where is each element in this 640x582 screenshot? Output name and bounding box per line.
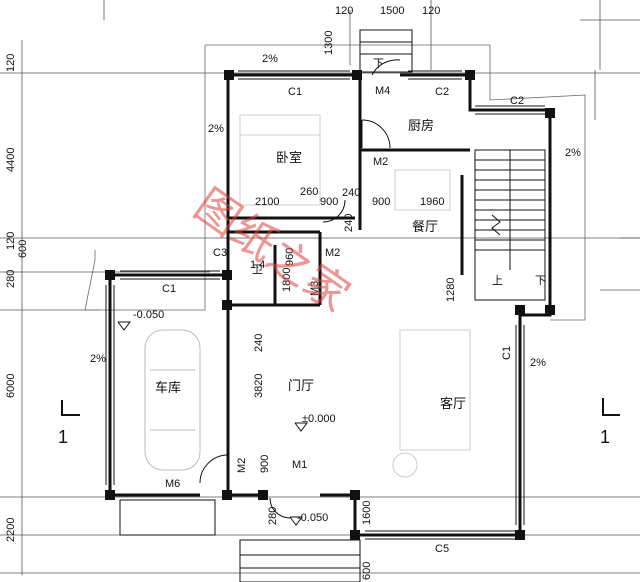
dim-240a: 240 [342,187,360,199]
door-m2-bath: M2 [325,247,340,259]
window-c1-garage: C1 [162,283,176,295]
slope-5: 2% [530,357,546,369]
dim-240b: 240 [343,214,355,232]
small-tag: 1.4 [250,259,265,271]
dim-1800: 1800 [281,268,293,292]
dim-top-120b: 120 [422,5,440,17]
dim-3820: 3820 [253,374,265,398]
door-swings [199,119,391,519]
dim-left-120b: 120 [5,232,17,250]
door-m6: M6 [165,478,180,490]
stair-top-down: 下 [373,58,384,70]
window-c1-bedroom: C1 [288,86,302,98]
dim-280: 280 [267,507,279,525]
furniture [239,114,471,478]
dim-2100: 2100 [255,196,279,208]
windows [105,70,545,540]
stair-down: 下 [535,275,546,287]
dim-left-280: 280 [5,270,17,288]
door-m2-foyer: M2 [236,458,248,473]
level-garage: -0.050 [133,309,164,321]
window-c2-stair: C2 [510,95,524,107]
slope-1: 2% [262,53,278,65]
dim-900c: 900 [259,455,271,473]
staircase [474,149,546,301]
door-m1: M1 [292,459,307,471]
dim-900b: 900 [372,196,390,208]
room-garage: 车库 [155,380,181,396]
slope-3: 2% [565,147,581,159]
level-foyer: ±0.000 [302,413,336,425]
columns [105,70,555,540]
dim-left-4400: 4400 [5,148,17,172]
slope-2: 2% [208,123,224,135]
dim-260: 260 [300,186,318,198]
dim-960: 960 [284,248,296,266]
section-mark-left: 1 [58,427,68,447]
door-m2-kitchen: M2 [373,156,388,168]
dim-left-6000: 6000 [5,374,17,398]
dim-900a: 900 [320,196,338,208]
room-bedroom: 卧室 [276,150,302,166]
dim-left-600: 600 [17,240,29,258]
dim-1600: 1600 [361,501,373,525]
roof-outline [84,44,586,321]
dim-1960: 1960 [420,196,444,208]
door-m3: M3 [309,281,321,296]
level-markers [117,321,308,526]
room-dining: 餐厅 [412,219,438,235]
dim-240c: 240 [253,334,265,352]
porch-steps [119,499,361,582]
dim-1300: 1300 [323,31,335,55]
slope-4: 2% [90,353,106,365]
dim-left-120: 120 [5,54,17,72]
window-c2-kitchen: C2 [435,86,449,98]
section-marks [61,398,620,416]
dim-top-120a: 120 [335,5,353,17]
door-m4: M4 [375,85,390,97]
window-c3: C3 [213,247,227,259]
dim-1280: 1280 [445,278,457,302]
stair-up: 上 [492,274,503,287]
dim-600: 600 [361,562,373,580]
window-c5: C5 [435,543,449,555]
dim-top-1500: 1500 [380,5,404,17]
toilet-label: 卫 [252,264,263,276]
room-kitchen: 厨房 [408,118,434,134]
room-foyer: 门厅 [288,379,314,394]
level-porch: -0.050 [297,512,328,524]
window-c1-living: C1 [501,346,513,360]
walls [108,73,552,537]
room-living: 客厅 [440,396,466,412]
dim-left-2200: 2200 [5,518,17,542]
car-icon [144,329,201,471]
entry-steps-top [359,29,413,76]
section-mark-right: 1 [600,427,610,447]
